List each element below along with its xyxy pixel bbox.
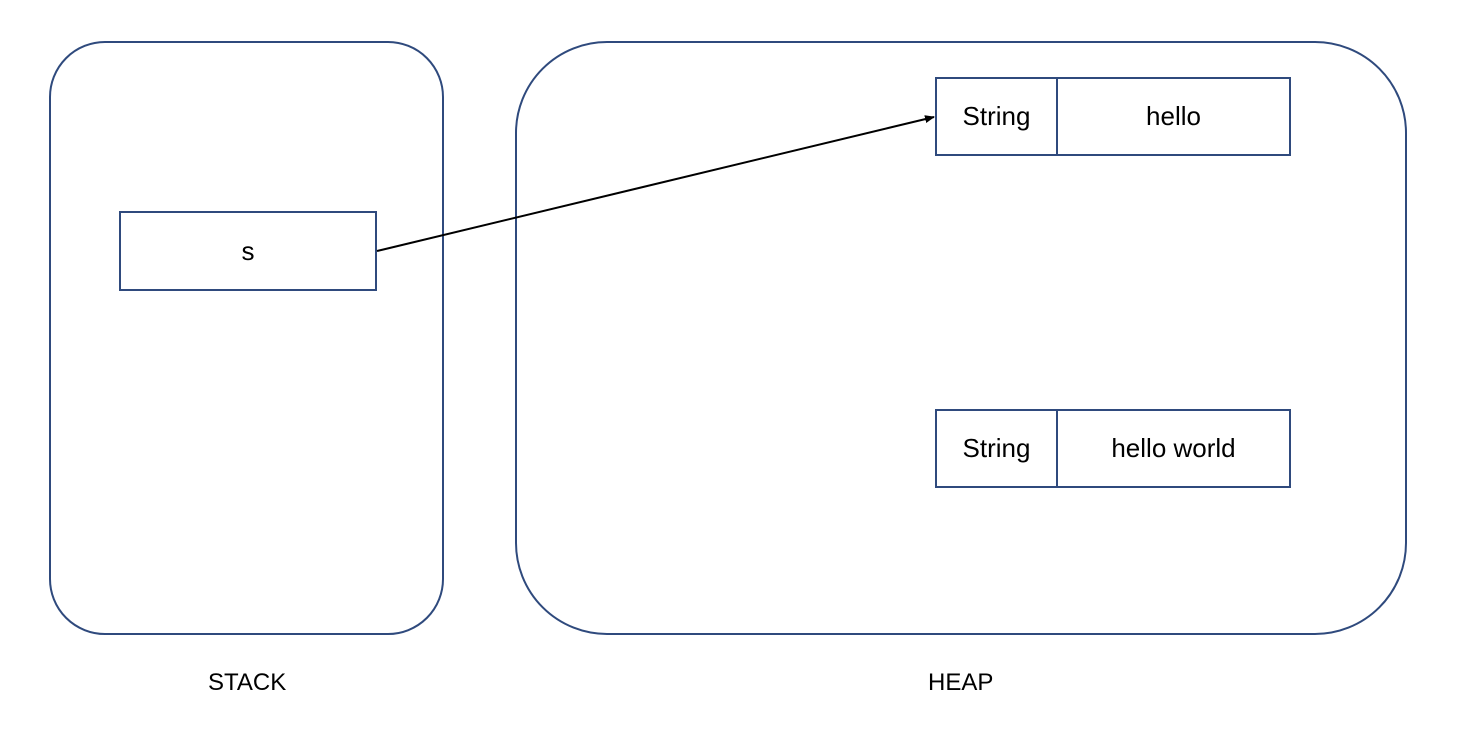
object-value: hello [1146,101,1201,131]
heap-object-hello: String hello [935,77,1291,156]
variable-name: s [241,235,255,266]
stack-label: STACK [208,669,287,696]
object-type: String [937,411,1058,486]
object-type: String [937,79,1058,154]
object-value: hello world [1111,433,1236,463]
heap-region [515,41,1407,635]
heap-label: HEAP [928,669,994,696]
stack-variable-s: s [119,211,377,291]
heap-object-hello-world: String hello world [935,409,1291,488]
stack-region [49,41,444,635]
